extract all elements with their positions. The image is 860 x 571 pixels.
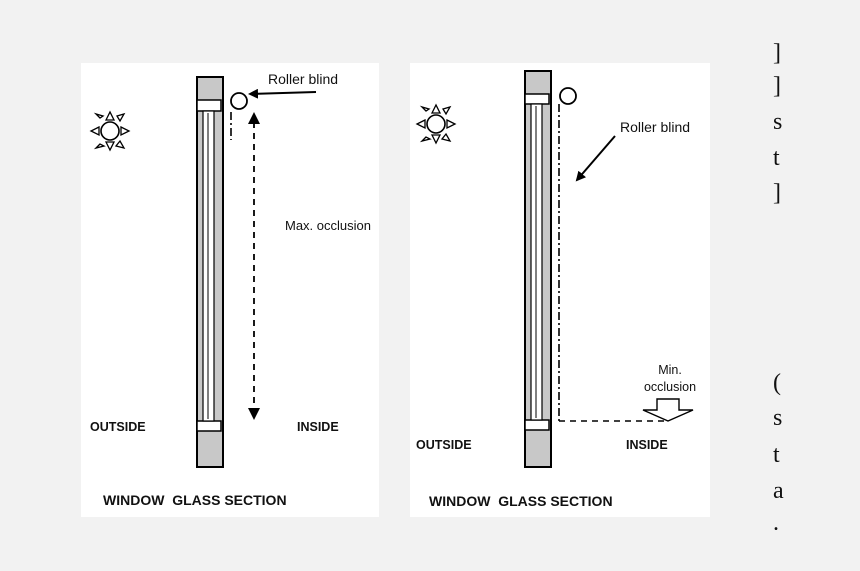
roller-blind-pointer-arrow bbox=[575, 135, 616, 182]
max-occlusion-arrow bbox=[248, 112, 260, 420]
edge-glyph: a bbox=[773, 478, 784, 504]
frame-bottom-spacer bbox=[524, 419, 550, 431]
panel-max-occlusion: Roller blind Max. occlusion OUTSIDE INSI… bbox=[81, 63, 379, 517]
section-label: WINDOW GLASS SECTION bbox=[429, 493, 613, 509]
sun-icon bbox=[89, 110, 131, 152]
outside-label: OUTSIDE bbox=[90, 420, 146, 434]
cropped-edge-text: ] ] s t ] ( s t a . bbox=[773, 40, 784, 536]
roller-blind-label: Roller blind bbox=[268, 71, 338, 87]
roller-blind-roll-icon bbox=[230, 92, 248, 110]
frame-bottom-spacer bbox=[196, 420, 222, 432]
edge-glyph: t bbox=[773, 145, 780, 171]
panel-min-occlusion: Roller blind Min. occlusion OUTSIDE INSI… bbox=[410, 63, 710, 517]
window-frame bbox=[196, 76, 224, 468]
roller-blind-roll-icon bbox=[559, 87, 577, 105]
min-occlusion-label-line2: occlusion bbox=[644, 380, 696, 394]
max-occlusion-label: Max. occlusion bbox=[285, 218, 371, 233]
edge-glyph: s bbox=[773, 405, 782, 431]
inside-label: INSIDE bbox=[626, 438, 668, 452]
frame-top-spacer bbox=[196, 99, 222, 112]
panel-background bbox=[410, 63, 710, 517]
edge-glyph: s bbox=[773, 109, 782, 135]
sun-icon bbox=[415, 103, 457, 145]
edge-glyph: ] bbox=[773, 73, 781, 99]
min-occlusion-arrow-icon bbox=[642, 398, 694, 422]
panel-background bbox=[81, 63, 379, 517]
edge-glyph: ] bbox=[773, 40, 781, 66]
window-frame bbox=[524, 70, 552, 468]
edge-glyph: . bbox=[773, 510, 779, 536]
edge-glyph: ( bbox=[773, 370, 781, 396]
edge-glyph: t bbox=[773, 442, 780, 468]
min-occlusion-label-line1: Min. bbox=[658, 363, 682, 377]
roller-blind-pointer-arrow bbox=[248, 88, 317, 99]
outside-label: OUTSIDE bbox=[416, 438, 472, 452]
inside-label: INSIDE bbox=[297, 420, 339, 434]
edge-glyph: ] bbox=[773, 180, 781, 206]
roller-blind-label: Roller blind bbox=[620, 119, 690, 135]
frame-top-spacer bbox=[524, 93, 550, 105]
section-label: WINDOW GLASS SECTION bbox=[103, 492, 287, 508]
